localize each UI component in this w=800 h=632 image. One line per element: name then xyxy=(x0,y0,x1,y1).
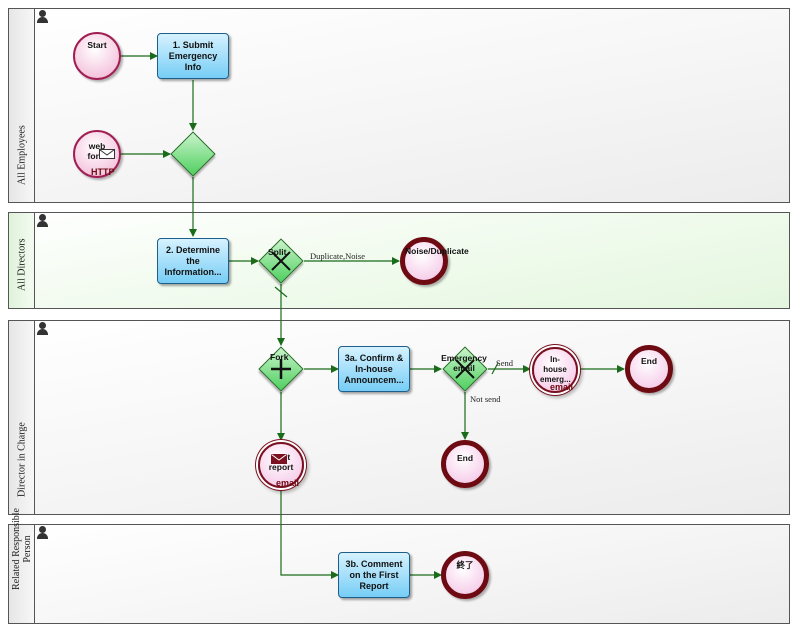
edge-label-not-send: Not send xyxy=(470,394,501,404)
lane-header: Director in Charge xyxy=(9,321,35,514)
task-label: 2. Determine the Information... xyxy=(164,244,222,277)
conditional-flow-mark xyxy=(491,362,499,375)
task-submit-emergency-info[interactable]: 1. Submit Emergency Info xyxy=(157,33,229,79)
task-confirm-announcement[interactable]: 3a. Confirm & In-house Announcem... xyxy=(338,346,410,392)
task-comment-first-report[interactable]: 3b. Comment on the First Report xyxy=(338,552,410,598)
noise-duplicate-end-event[interactable]: Noise/Duplicate xyxy=(400,237,469,285)
task-label: 3b. Comment on the First Report xyxy=(345,558,403,591)
edge-label-send: Send xyxy=(496,358,513,368)
task-label: 3a. Confirm & In-house Announcem... xyxy=(344,352,404,385)
envelope-icon xyxy=(271,454,287,464)
person-icon xyxy=(36,10,48,24)
inhouse-email-event[interactable]: In-house emerg... xyxy=(532,347,578,393)
person-icon xyxy=(36,322,48,336)
start-event-label: Start xyxy=(87,40,107,50)
end-label: End xyxy=(456,453,474,463)
emergency-email-label: Emergency email xyxy=(441,353,487,373)
noise-duplicate-label: Noise/Duplicate xyxy=(405,246,469,256)
web-form-label: web form xyxy=(87,141,107,161)
task-label: 1. Submit Emergency Info xyxy=(168,39,218,72)
default-flow-mark xyxy=(274,286,288,298)
exclusive-x-icon xyxy=(271,251,291,271)
lane-header: Related Responsible Person xyxy=(9,508,35,623)
end-label: End xyxy=(640,356,658,366)
person-icon xyxy=(36,526,48,540)
inhouse-email-label: In-house emerg... xyxy=(540,355,571,384)
exclusive-x-icon xyxy=(455,359,475,379)
http-tag: HTTP xyxy=(91,167,115,177)
start-event[interactable]: Start xyxy=(73,32,121,80)
flow-first-report-to-comment xyxy=(280,488,339,579)
person-icon xyxy=(36,214,48,228)
envelope-icon xyxy=(99,149,115,159)
first-report-event[interactable]: First report xyxy=(258,442,304,488)
parallel-plus-icon xyxy=(271,359,291,379)
fork-label: Fork xyxy=(270,352,289,362)
lane-all-employees: All Employees xyxy=(8,8,790,203)
lane-header: All Directors xyxy=(9,213,35,308)
email-tag: email xyxy=(550,382,574,392)
email-tag: email xyxy=(276,478,300,488)
task-determine-information[interactable]: 2. Determine the Information... xyxy=(157,238,229,284)
end-event-top[interactable]: End xyxy=(625,345,673,393)
split-label: Split xyxy=(268,247,287,257)
end-event-bottom[interactable]: 終了 xyxy=(441,551,489,599)
end-label: 終了 xyxy=(456,560,474,570)
lane-header: All Employees xyxy=(9,9,35,202)
edge-label-duplicate-noise: Duplicate,Noise xyxy=(310,251,365,261)
end-event-mid[interactable]: End xyxy=(441,440,489,488)
